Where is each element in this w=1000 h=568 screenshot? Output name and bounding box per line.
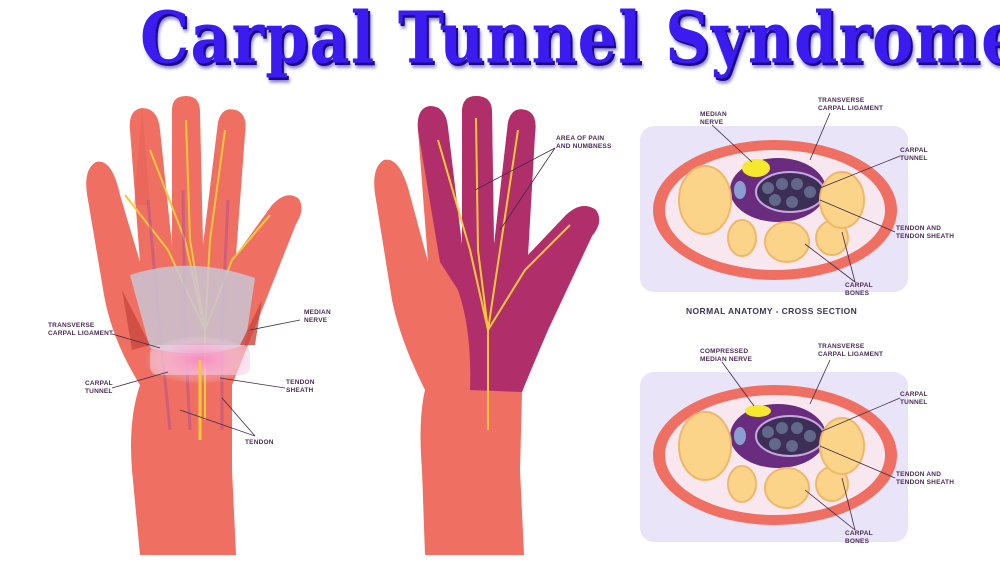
median-nerve-compressed	[745, 405, 771, 417]
nerve-paths-2	[437, 117, 571, 430]
tendon-sheath-fan	[130, 265, 255, 354]
carpal-bones-normal	[678, 165, 865, 263]
cross-section-compressed	[640, 372, 908, 542]
numb-area	[417, 96, 600, 392]
caption-normal-anatomy: NORMAL ANATOMY - CROSS SECTION	[686, 306, 857, 316]
label-tendon: TENDON	[245, 439, 274, 446]
hand-pain-area	[374, 96, 600, 555]
carpal-bones-compressed	[678, 411, 865, 509]
hand-anatomy	[86, 96, 302, 555]
cross-section-normal	[640, 126, 908, 292]
median-nerve-normal	[742, 159, 770, 177]
